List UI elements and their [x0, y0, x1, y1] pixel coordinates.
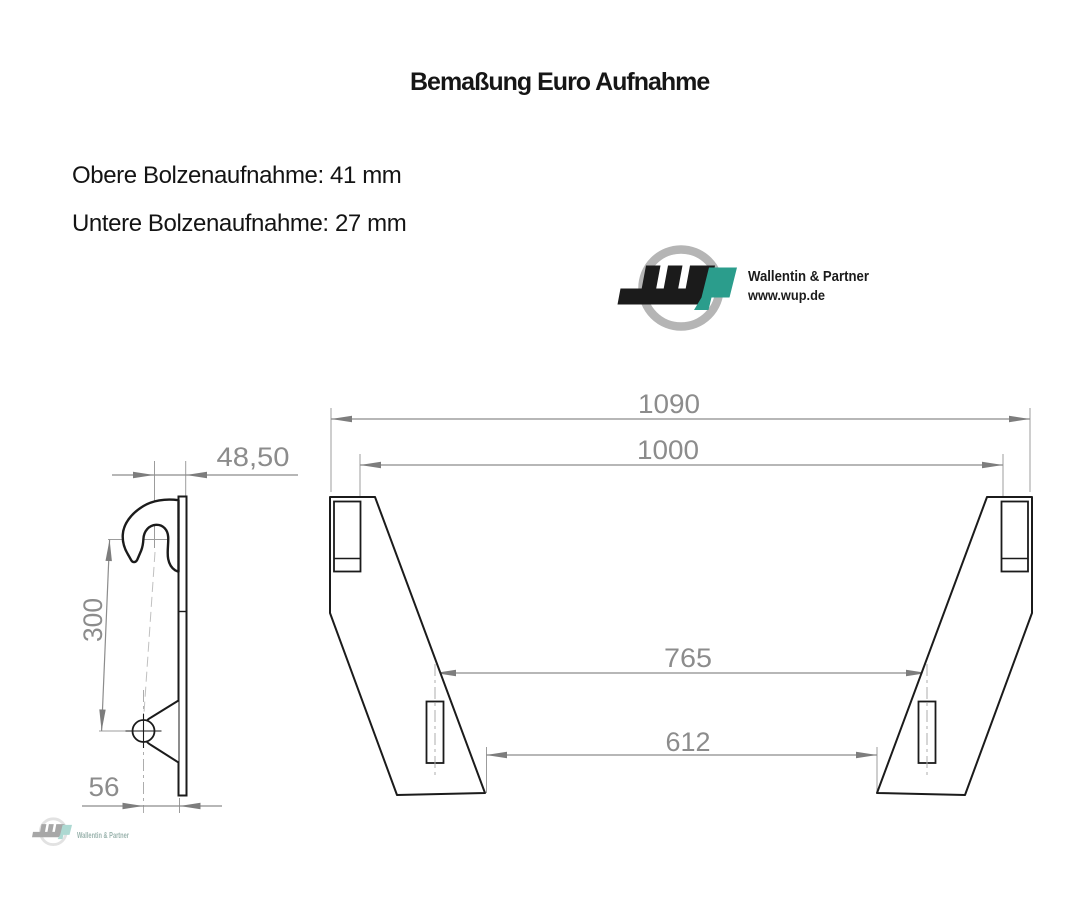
front-view-dimension-arrows — [331, 415, 1030, 759]
dim-label-pin-spacing: 300 — [78, 598, 108, 642]
front-view-dimension-lines — [331, 418, 1030, 756]
front-view: 1090 1000 765 612 — [329, 389, 1033, 796]
logo-p-glyph — [694, 267, 737, 310]
page-title: Bemaßung Euro Aufnahme — [410, 68, 710, 96]
logo-w-glyph — [617, 265, 715, 305]
side-view-part — [121, 495, 188, 797]
side-view: 48,50 300 56 — [78, 442, 298, 813]
left-plate — [329, 496, 486, 796]
dim-label-bottom-inner-width: 612 — [666, 727, 711, 757]
right-plate — [876, 496, 1033, 796]
watermark-logo-icon — [30, 817, 74, 847]
spec-lower-pin: Untere Bolzenaufnahme: 27 mm — [72, 210, 407, 237]
euro-hook-profile — [121, 498, 180, 573]
right-upper-receptacle — [1000, 500, 1029, 573]
logo-mark-icon — [617, 245, 737, 331]
back-plate — [177, 495, 188, 797]
dim-label-lower-offset: 56 — [89, 772, 120, 802]
side-view-dimension-arrows — [99, 471, 207, 810]
logo-website: www.wup.de — [747, 287, 825, 303]
front-view-part — [329, 496, 1033, 796]
company-logo: Wallentin & Partner www.wup.de — [617, 245, 869, 331]
watermark-company-name: Wallentin & Partner — [77, 831, 129, 840]
logo-company-name: Wallentin & Partner — [748, 268, 869, 285]
watermark: Wallentin & Partner — [30, 817, 129, 847]
dim-label-overall-width: 1090 — [638, 389, 700, 419]
dim-label-lower-pin-centers: 765 — [664, 643, 712, 673]
dim-label-upper-inner-width: 1000 — [637, 435, 699, 465]
spec-upper-pin: Obere Bolzenaufnahme: 41 mm — [72, 162, 402, 189]
left-upper-receptacle — [333, 500, 362, 573]
dim-label-hook-offset: 48,50 — [217, 442, 290, 472]
side-view-dimension-lines — [82, 474, 298, 807]
